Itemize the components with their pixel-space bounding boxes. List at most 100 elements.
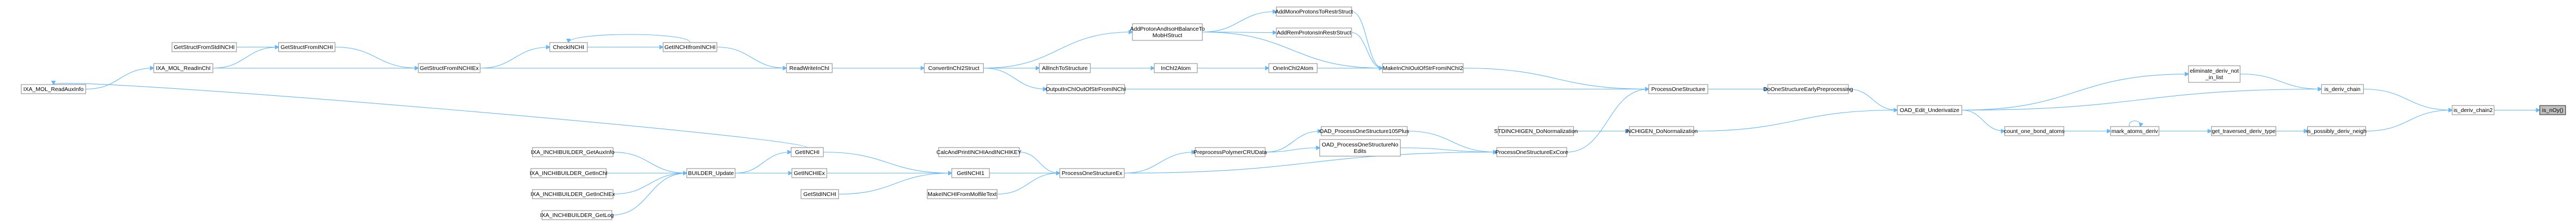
node-GetINCHIEx[interactable]: GetINCHIEx: [791, 168, 828, 178]
node-IXA_INCHIBUILDER_GetInChI[interactable]: IXA_INCHIBUILDER_GetInChI: [530, 168, 608, 178]
node-GetINCHIfromINCHI[interactable]: GetINCHIfromINCHI: [663, 42, 717, 52]
node-label: GetINCHIEx: [794, 170, 826, 177]
node-box: [1648, 84, 1709, 94]
node-AllInchToStructure[interactable]: AllInchToStructure: [1039, 63, 1091, 73]
edges-layer: [54, 12, 2540, 216]
node-label: IXA_INCHIBUILDER_GetAuxInfo: [531, 149, 614, 156]
node-label: _in_list: [2205, 74, 2223, 81]
node-IXA_INCHIBUILDER_GetLog[interactable]: IXA_INCHIBUILDER_GetLog: [540, 210, 614, 220]
node-ConvertInChI2Struct[interactable]: ConvertInChI2Struct: [924, 63, 984, 73]
node-box: [791, 147, 824, 157]
node-box: [1276, 27, 1352, 38]
node-label: IXA_MOL_ReadAuxInfo: [23, 86, 83, 93]
node-BUILDER_Update[interactable]: BUILDER_Update: [686, 168, 736, 178]
node-ProcessOneStructureExCore[interactable]: ProcessOneStructureExCore: [1495, 147, 1568, 157]
node-is_possibly_deriv_neigh[interactable]: is_possibly_deriv_neigh: [2307, 126, 2367, 136]
node-STDINCHIGEN_DoNormalization[interactable]: STDINCHIGEN_DoNormalization: [1494, 126, 1578, 136]
node-label: AddProtonAndIsoHBalanceTo: [1130, 26, 1205, 32]
node-PreprocessPolymerCRUData[interactable]: PreprocessPolymerCRUData: [1194, 147, 1267, 157]
node-count_one_bond_atoms[interactable]: count_one_bond_atoms: [2004, 126, 2065, 136]
node-box: [153, 63, 213, 73]
edge-ProcessOneStructureExCore-to-ProcessOneStructure: [1566, 89, 1649, 153]
node-AddRemProtonsInRestrStruct[interactable]: AddRemProtonsInRestrStruct: [1276, 27, 1352, 38]
node-label: CheckINCHI: [553, 44, 584, 51]
edge-MakeInChIOutOfStrFromINChI2-to-ProcessOneStructure: [1463, 67, 1648, 89]
edge-AddProtonAndIsoHBalanceToMobHStruct-to-AddMonoProtonsToRestrStruct: [1202, 12, 1276, 33]
node-eliminate_deriv_not_in_list[interactable]: eliminate_deriv_not_in_list: [2188, 65, 2241, 83]
node-is_deriv_chain2[interactable]: is_deriv_chain2: [2451, 105, 2495, 115]
node-OAD_ProcessOneStructure105Plus[interactable]: OAD_ProcessOneStructure105Plus: [1319, 126, 1409, 136]
node-box: [20, 84, 87, 94]
node-box: [2539, 105, 2566, 115]
node-label: ProcessOneStructure: [1651, 86, 1705, 93]
node-OneInChI2Atom[interactable]: OneInChI2Atom: [1268, 63, 1318, 73]
node-box: [938, 147, 1020, 157]
node-GetINCHI1[interactable]: GetINCHI1: [951, 168, 990, 178]
node-label: count_one_bond_atoms: [2004, 128, 2065, 135]
edge-OAD_Edit_Underivatize-to-is_deriv_chain: [1962, 89, 2321, 111]
node-IXA_MOL_ReadAuxInfo[interactable]: IXA_MOL_ReadAuxInfo: [20, 84, 87, 94]
node-box: [800, 189, 839, 199]
node-box: [2451, 105, 2495, 115]
edge-MakeINCHIFromMolfileText-to-ProcessOneStructureEx: [997, 173, 1060, 195]
edge-BUILDER_Update-to-GetINCHI: [735, 152, 791, 174]
node-GetINCHI[interactable]: GetINCHI: [791, 147, 824, 157]
node-OAD_Edit_Underivatize[interactable]: OAD_Edit_Underivatize: [1897, 105, 1962, 115]
edge-ProcessOneStructureEx-to-PreprocessPolymerCRUData: [1124, 152, 1195, 174]
node-ProcessOneStructure[interactable]: ProcessOneStructure: [1648, 84, 1709, 94]
node-label: MobHStruct: [1152, 32, 1182, 39]
node-mark_atoms_deriv[interactable]: mark_atoms_deriv: [2110, 126, 2159, 136]
node-CheckINCHI[interactable]: CheckINCHI: [549, 42, 588, 52]
node-box: [951, 168, 990, 178]
node-is_nOy[interactable]: is_nOy(): [2539, 105, 2566, 115]
node-IXA_MOL_ReadInChI[interactable]: IXA_MOL_ReadInChI: [153, 63, 213, 73]
edge-ConvertInChI2Struct-to-OutputInChIOutOfStrFromINChI: [983, 67, 1047, 89]
edge-GetStructFromINCHI-to-GetStructFromINCHIEx: [335, 46, 418, 68]
node-box: [530, 168, 607, 178]
node-DoOneStructureEarlyPreprocessing[interactable]: DoOneStructureEarlyPreprocessing: [1763, 84, 1853, 94]
edge-IXA_MOL_ReadAuxInfo-to-IXA_MOL_ReadInChI: [85, 68, 154, 90]
node-MakeINCHIFromMolfileText[interactable]: MakeINCHIFromMolfileText: [927, 189, 998, 199]
edge-DoOneStructureEarlyPreprocessing-to-OAD_Edit_Underivatize: [1848, 88, 1897, 110]
node-InChI2Atom[interactable]: InChI2Atom: [1154, 63, 1198, 73]
node-box: [786, 63, 833, 73]
node-GetStdINCHI[interactable]: GetStdINCHI: [800, 189, 839, 199]
node-label: GetStructFromINCHI: [281, 44, 333, 51]
edge-PreprocessPolymerCRUData-to-OAD_ProcessOneStructureNoEdits: [1265, 148, 1320, 153]
edge-is_deriv_chain-to-is_deriv_chain2: [2363, 88, 2452, 110]
node-is_deriv_chain[interactable]: is_deriv_chain: [2321, 84, 2364, 94]
node-label: OAD_ProcessOneStructure105Plus: [1319, 128, 1409, 135]
node-box: [171, 42, 237, 52]
node-box: [2321, 84, 2364, 94]
node-CalcAndPrintINCHIAndINCHIKEY[interactable]: CalcAndPrintINCHIAndINCHIKEY: [936, 147, 1022, 157]
node-GetStructFromINCHI[interactable]: GetStructFromINCHI: [278, 42, 335, 52]
node-GetStructFromINCHIEx[interactable]: GetStructFromINCHIEx: [418, 63, 480, 73]
node-IXA_INCHIBUILDER_GetInChIEx[interactable]: IXA_INCHIBUILDER_GetInChIEx: [530, 189, 615, 199]
edge-OAD_Edit_Underivatize-to-count_one_bond_atoms: [1962, 109, 2005, 131]
edge-eliminate_deriv_not_in_list-to-is_deriv_chain: [2240, 73, 2321, 89]
node-label: is_possibly_deriv_neigh: [2307, 128, 2367, 135]
node-INCHIGEN_DoNormalization[interactable]: INCHIGEN_DoNormalization: [1625, 126, 1698, 136]
node-ReadWriteInChI[interactable]: ReadWriteInChI: [786, 63, 833, 73]
node-box: [2307, 126, 2366, 136]
edge-GetINCHI-to-GetINCHI1: [823, 151, 952, 173]
edge-IXA_INCHIBUILDER_GetLog-to-BUILDER_Update: [612, 173, 686, 216]
node-box: [663, 42, 717, 52]
node-box: [532, 147, 614, 157]
edge-OAD_ProcessOneStructure105Plus-to-ProcessOneStructureExCore: [1407, 130, 1497, 152]
node-ProcessOneStructureEx[interactable]: ProcessOneStructureEx: [1059, 168, 1125, 178]
node-get_traversed_deriv_type[interactable]: get_traversed_deriv_type: [2211, 126, 2277, 136]
node-label: GetINCHI1: [957, 170, 985, 177]
node-box: [278, 42, 335, 52]
node-label: IXA_MOL_ReadInChI: [156, 65, 211, 72]
node-label: DoOneStructureEarlyPreprocessing: [1763, 86, 1853, 93]
node-IXA_INCHIBUILDER_GetAuxInfo[interactable]: IXA_INCHIBUILDER_GetAuxInfo: [531, 147, 614, 157]
node-GetStructFromStdINCHI[interactable]: GetStructFromStdINCHI: [171, 42, 237, 52]
node-MakeInChIOutOfStrFromINChI2[interactable]: MakeInChIOutOfStrFromINChI2: [1382, 63, 1463, 73]
node-OutputInChIOutOfStrFromINChI[interactable]: OutputInChIOutOfStrFromINChI: [1045, 84, 1126, 94]
node-box: [1132, 23, 1203, 41]
node-AddMonoProtonsToRestrStruct[interactable]: AddMonoProtonsToRestrStruct: [1275, 6, 1353, 17]
